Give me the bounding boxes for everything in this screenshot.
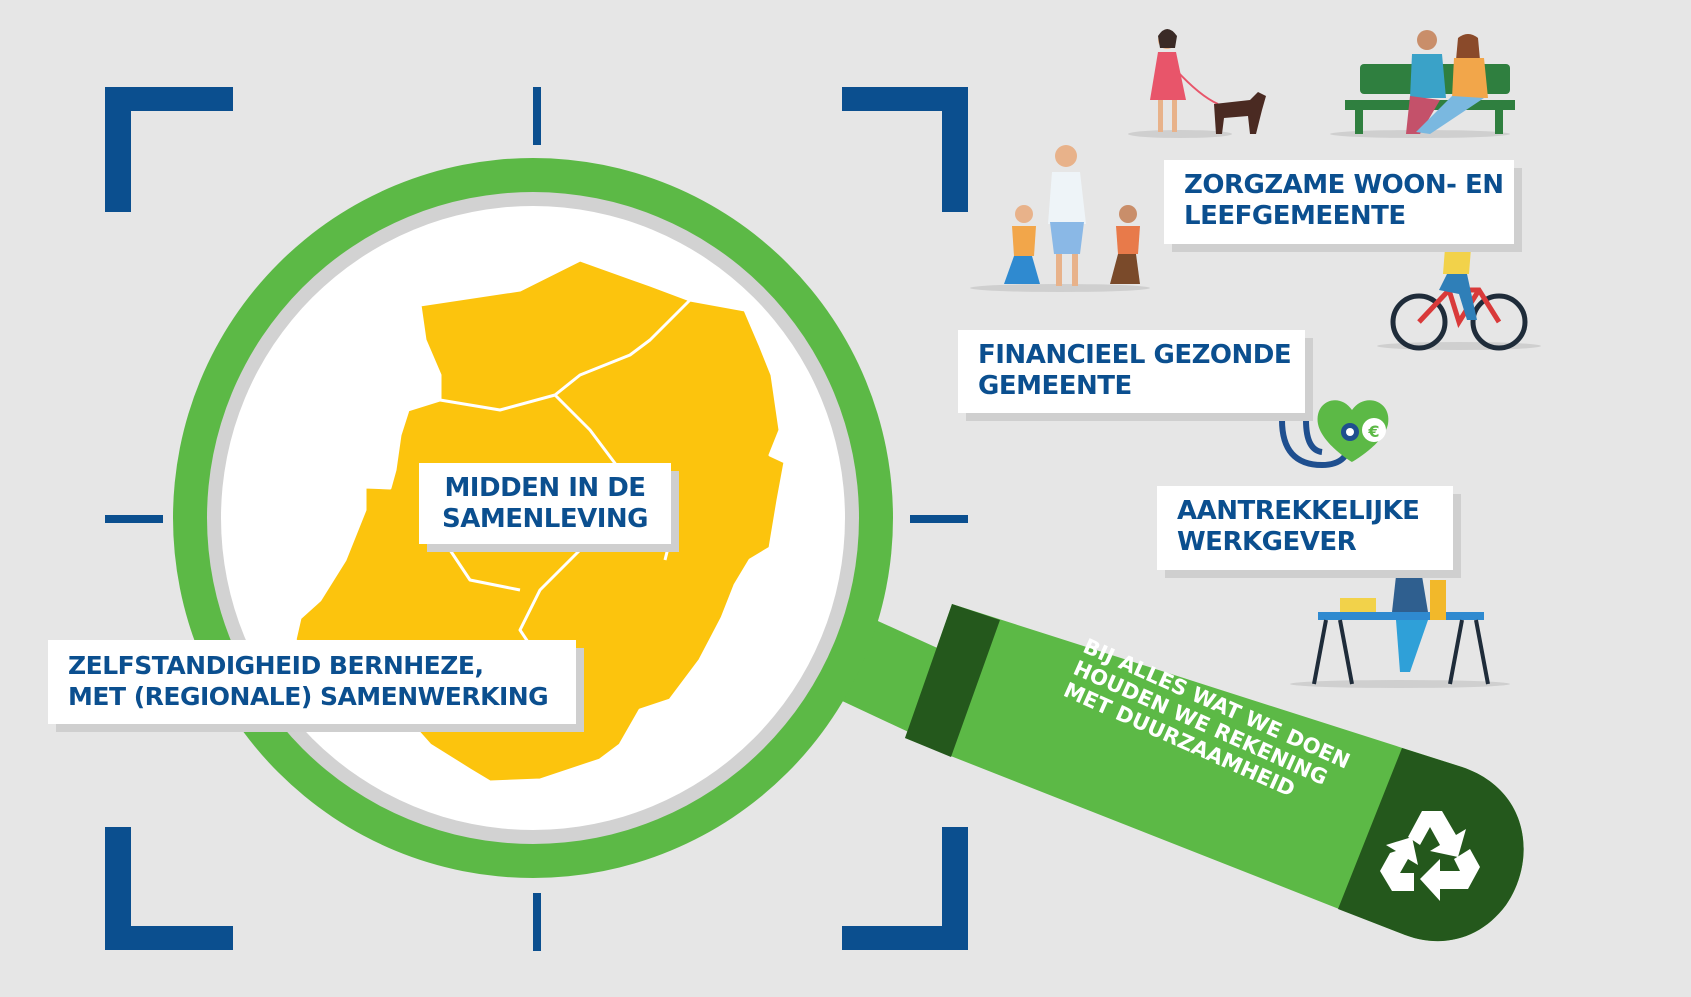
- label-line: LEEFGEMEENTE: [1184, 201, 1406, 231]
- handle-dark-cap: [1338, 748, 1524, 942]
- crosshair-tick-bottom: [533, 893, 541, 951]
- magnifier-handle: [823, 604, 1524, 942]
- handle-dark-collar: [905, 604, 1000, 757]
- label-aantrekkelijke-werkgever: AANTREKKELIJKE WERKGEVER: [1157, 486, 1453, 570]
- label-line: ZORGZAME WOON- EN: [1184, 170, 1504, 200]
- crosshair-tick-top: [533, 87, 541, 145]
- frame-corner-top-right: [842, 87, 968, 212]
- cyclist-icon: [1377, 200, 1541, 351]
- label-line: MIDDEN IN DE: [444, 473, 646, 503]
- label-line: FINANCIEEL GEZONDE: [978, 340, 1292, 370]
- label-line: MET (REGIONALE) SAMENWERKING: [68, 682, 549, 711]
- couple-on-bench-icon: [1330, 30, 1515, 138]
- label-financieel-gezonde-gemeente: FINANCIEEL GEZONDE GEMEENTE: [958, 330, 1305, 413]
- label-zorgzame-woon-en-leefgemeente: ZORGZAME WOON- EN LEEFGEMEENTE: [1164, 160, 1514, 244]
- woman-walking-dog-icon: [1128, 29, 1266, 138]
- frame-corner-top-left: [105, 87, 233, 212]
- label-midden-in-de-samenleving: MIDDEN IN DE SAMENLEVING: [419, 463, 671, 544]
- frame-corner-bottom-right: [842, 827, 968, 950]
- family-walking-icon: [970, 145, 1150, 292]
- label-line: SAMENLEVING: [442, 504, 648, 534]
- crosshair-tick-left: [105, 515, 163, 523]
- heart-euro-symbol: €: [1367, 422, 1379, 441]
- label-line: GEMEENTE: [978, 371, 1132, 401]
- label-zelfstandigheid-bernheze: ZELFSTANDIGHEID BERNHEZE, MET (REGIONALE…: [48, 640, 576, 724]
- viewfinder-frame: [105, 87, 968, 951]
- crosshair-tick-right: [910, 515, 968, 523]
- label-line: ZELFSTANDIGHEID BERNHEZE,: [68, 651, 484, 680]
- recycle-icon: [1380, 811, 1480, 901]
- label-line: AANTREKKELIJKE: [1177, 496, 1420, 526]
- frame-corner-bottom-left: [105, 827, 233, 950]
- stethoscope-heart-icon: €: [1279, 380, 1389, 469]
- label-line: WERKGEVER: [1177, 527, 1357, 557]
